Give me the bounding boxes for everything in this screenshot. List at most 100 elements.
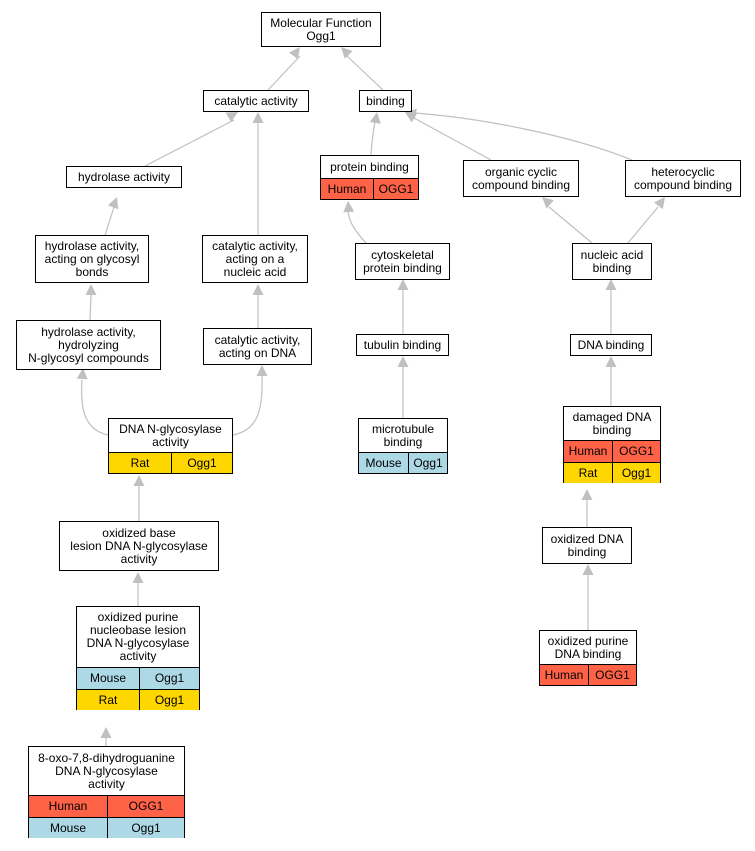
species-cell: Rat bbox=[130, 455, 150, 470]
edge-line bbox=[144, 119, 235, 167]
term-node-nucleic-acid-binding[interactable]: nucleic acid binding bbox=[572, 243, 652, 280]
gene-cell: Ogg1 bbox=[612, 463, 660, 483]
term-label: oxidized base lesion DNA N-glycosylase a… bbox=[70, 525, 208, 566]
annotation-row: Human OGG1 bbox=[540, 664, 636, 685]
edge-arrowhead bbox=[289, 47, 300, 60]
term-label: catalytic activity, acting on DNA bbox=[214, 332, 301, 360]
term-label: catalytic activity bbox=[214, 93, 298, 108]
annotation-row: Mouse Ogg1 bbox=[29, 817, 184, 838]
edge-arrowhead bbox=[369, 112, 381, 124]
term-node-root[interactable]: Molecular Function Ogg1 bbox=[261, 12, 381, 47]
annotation-row: Rat Ogg1 bbox=[109, 452, 232, 473]
annotation-row: Rat Ogg1 bbox=[564, 462, 660, 483]
term-node-heterocyclic[interactable]: heterocyclic compound binding bbox=[625, 160, 741, 197]
term-node-hydrolase[interactable]: hydrolase activity bbox=[66, 166, 182, 188]
species-cell: Human bbox=[544, 667, 584, 682]
edge-arrowhead bbox=[343, 201, 355, 213]
term-label: hydrolase activity, acting on glycosyl b… bbox=[44, 238, 140, 279]
edge-line bbox=[81, 379, 109, 436]
species-cell: Mouse bbox=[49, 820, 87, 835]
term-label: damaged DNA binding bbox=[572, 409, 652, 437]
edge-line bbox=[347, 211, 367, 244]
gene-cell: OGG1 bbox=[612, 441, 660, 462]
edge-arrowhead bbox=[133, 475, 145, 486]
term-node-organic-cyclic[interactable]: organic cyclic compound binding bbox=[463, 160, 579, 197]
edge-line bbox=[414, 112, 633, 161]
species-cell: Rat bbox=[578, 465, 598, 480]
term-label: oxidized purine DNA binding bbox=[547, 633, 629, 661]
gene-cell: OGG1 bbox=[588, 665, 636, 685]
term-node-oxidized-base[interactable]: oxidized base lesion DNA N-glycosylase a… bbox=[59, 521, 219, 571]
edge-arrowhead bbox=[605, 356, 617, 367]
gene-cell: Ogg1 bbox=[171, 453, 232, 473]
term-node-dna-binding[interactable]: DNA binding bbox=[570, 334, 652, 356]
edge-arrowhead bbox=[256, 365, 268, 376]
term-label: Molecular Function Ogg1 bbox=[270, 15, 372, 43]
annotation-row: Human OGG1 bbox=[321, 178, 418, 199]
edge-arrowhead bbox=[252, 284, 264, 295]
edge-arrowhead bbox=[107, 197, 119, 210]
term-label: binding bbox=[366, 93, 405, 108]
edge-arrowhead bbox=[252, 112, 264, 123]
gene-cell: Ogg1 bbox=[139, 668, 199, 689]
edge-line bbox=[548, 206, 593, 244]
annotation-row: Mouse Ogg1 bbox=[77, 667, 199, 689]
edge-arrowhead bbox=[582, 564, 594, 575]
edge-arrowhead bbox=[605, 279, 617, 290]
term-node-binding[interactable]: binding bbox=[359, 90, 412, 112]
species-cell: Mouse bbox=[365, 455, 402, 470]
edge-arrowhead bbox=[76, 368, 88, 380]
edge-arrowhead bbox=[85, 284, 97, 295]
edge-line bbox=[413, 117, 492, 161]
gene-cell: Ogg1 bbox=[107, 818, 184, 838]
term-node-hydrolase-glycosyl[interactable]: hydrolase activity, acting on glycosyl b… bbox=[35, 235, 149, 283]
term-node-oxo-guanine[interactable]: 8-oxo-7,8-dihydroguanine DNA N-glycosyla… bbox=[28, 746, 185, 838]
term-node-catalytic-dna[interactable]: catalytic activity, acting on DNA bbox=[203, 328, 312, 365]
term-label: oxidized DNA binding bbox=[550, 531, 624, 559]
term-node-oxidized-dna[interactable]: oxidized DNA binding bbox=[542, 527, 632, 564]
species-cell: Human bbox=[327, 181, 367, 196]
term-node-oxidized-purine-nucleobase[interactable]: oxidized purine nucleobase lesion DNA N-… bbox=[76, 606, 200, 710]
term-label: oxidized purine nucleobase lesion DNA N-… bbox=[86, 610, 190, 663]
edge-line bbox=[370, 121, 376, 156]
edge-arrowhead bbox=[581, 489, 593, 500]
term-label: hydrolase activity bbox=[77, 169, 171, 184]
edge-line bbox=[346, 55, 384, 91]
edge-arrowhead bbox=[100, 727, 112, 738]
term-node-hydrolase-nglycosyl[interactable]: hydrolase activity, hydrolyzing N-glycos… bbox=[16, 320, 161, 370]
term-node-catalytic[interactable]: catalytic activity bbox=[203, 90, 309, 112]
term-node-catalytic-nucleic[interactable]: catalytic activity, acting on a nucleic … bbox=[202, 235, 308, 283]
gene-cell: Ogg1 bbox=[139, 690, 199, 710]
edge-arrowhead bbox=[341, 47, 353, 59]
term-node-tubulin[interactable]: tubulin binding bbox=[356, 334, 449, 356]
species-cell: Mouse bbox=[89, 671, 127, 685]
edge-arrowhead bbox=[397, 356, 409, 367]
term-label: nucleic acid binding bbox=[580, 247, 644, 275]
term-label: protein binding bbox=[330, 159, 409, 174]
term-label: tubulin binding bbox=[363, 337, 442, 352]
term-label: microtubule binding bbox=[371, 421, 435, 449]
term-node-cytoskeletal[interactable]: cytoskeletal protein binding bbox=[355, 243, 450, 280]
gene-cell: OGG1 bbox=[373, 179, 418, 199]
term-label: hydrolase activity, hydrolyzing N-glycos… bbox=[28, 324, 149, 365]
edge-arrowhead bbox=[542, 197, 554, 209]
term-label: DNA binding bbox=[577, 337, 645, 352]
edge-arrowhead bbox=[397, 279, 409, 290]
species-cell: Human bbox=[48, 799, 88, 813]
term-label: organic cyclic compound binding bbox=[471, 164, 571, 192]
term-label: 8-oxo-7,8-dihydroguanine DNA N-glycosyla… bbox=[38, 750, 175, 791]
edge-arrowhead bbox=[225, 112, 238, 123]
edge-line bbox=[267, 55, 301, 91]
term-label: DNA N-glycosylase activity bbox=[119, 421, 222, 449]
